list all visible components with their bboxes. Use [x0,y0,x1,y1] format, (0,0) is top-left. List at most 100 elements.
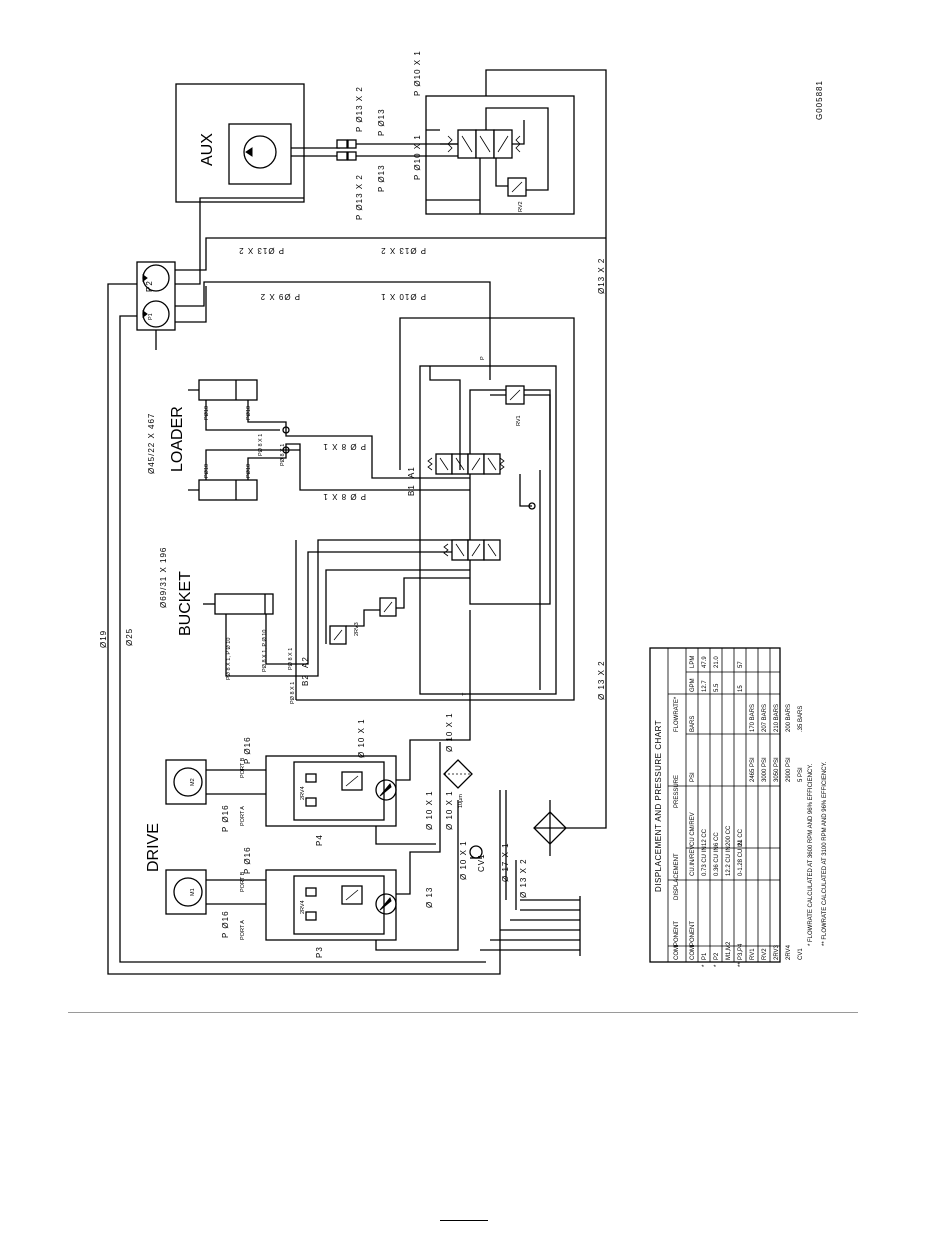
t-port-label: T [462,692,468,696]
p-port-label: P [480,356,486,360]
chart-cell-component: RV1 [750,948,756,960]
hose-label: P Ø 8 X 1 [322,442,366,451]
hose-label: P Ø13 X 2 [238,246,284,255]
bucket-section [203,317,575,701]
hose-label: PØ 8 X 1 [288,648,294,670]
hose-label: P Ø13 X 2 [355,174,364,220]
bucket-cylinder-size: Ø69/31 X 196 [159,547,168,608]
quick-coupler-2 [336,151,348,161]
hose-label: P Ø10 X 1 [380,292,426,301]
hose-label: Ø 10 X 1 [459,840,468,880]
chart-cell-psi: 3000 PSI [762,757,768,782]
hose-label: Ø 13 X 2 [597,660,606,700]
hose-label: P Ø16 [243,846,252,874]
chart-cell-psi: 2465 PSI [750,757,756,782]
quick-coupler-1 [336,139,348,149]
chart-cell-component: P3,P4 [738,943,744,960]
hose-label: PØ 8 X 1 [280,444,286,466]
loader-cylinder-1 [198,379,258,401]
pump-housing [136,261,176,331]
b1-label: B1 [407,484,416,496]
chart-cell-component: 2RV4 [786,944,792,960]
chart-cell-bars: 207 BARS [762,704,768,732]
header-component: COMPONENT [674,921,680,960]
pump-stack [107,197,606,975]
rv3-label: 2RV3 [354,622,360,636]
chart-cell-cuin: 0.36 CU IN [714,846,720,876]
hose-label: P Ø13 X 2 [355,86,364,132]
m1-label: M1 [190,888,196,896]
hose-label: P Ø16 [221,910,230,938]
chart-cell-bars: .35 BARS [798,706,804,732]
hose-label: Ø 10 X 1 [425,790,434,830]
cv1-label: CV1 [477,853,486,872]
m1-port-a: PORT A [240,920,246,940]
rv1-label: RV1 [516,415,522,426]
header-bars: BARS [690,716,696,732]
aux-motor-symbol [243,135,277,169]
hose-label: PØ 8 X 1, P Ø 10 [226,638,232,680]
filter-label: 10µm [458,794,464,808]
rv2-label: RV2 [518,201,524,212]
loader-section [188,379,470,501]
chart-cell-cuin: 0.73 CU IN [702,846,708,876]
header-flowrate: FLOWRATE* [674,696,680,732]
header-cucm: CU CM/REV [690,812,696,846]
hose-label: Ø 10 X 1 [357,718,366,758]
chart-cell-component: 2RV3 [774,944,780,960]
chart-cell-cucm: 200 CC [726,825,732,846]
m1-motor-symbol [173,877,203,907]
main-valve-outline [419,365,557,695]
chart-cell-cucm: 21 CC [738,828,744,846]
hose-label: Ø25 [125,628,134,646]
header-component-sub: COMPONENT [690,921,696,960]
displacement-pressure-chart: DISPLACEMENT AND PRESSURE CHART COMPONEN… [649,647,828,967]
chart-cell-component: P2 [714,952,720,960]
chart-title: DISPLACEMENT AND PRESSURE CHART [654,720,663,892]
hose-label: Ø13 X 2 [597,258,606,294]
chart-cell-psi: 5 PSI [798,767,804,782]
chart-cell-bars: 210 BARS [774,704,780,732]
chart-cell-component: RV2 [762,948,768,960]
drive-section [165,700,581,956]
rv4-label-p4: 2RV4 [300,786,306,800]
m1-box [165,869,207,915]
chart-cell-gpm: 5.5 [714,683,720,692]
bucket-label: BUCKET [177,571,194,636]
aux-label: AUX [199,133,216,166]
hose-label: P Ø13 X 2 [380,246,426,255]
m2-motor-symbol [173,767,203,797]
a1-label: A1 [407,466,416,478]
chart-cell-cucm: 6 CC [714,832,720,846]
m2-label: M2 [190,778,196,786]
m2-port-b: PORT B [240,757,246,778]
loader-cylinder-2 [198,479,258,501]
bucket-cylinder [214,593,274,615]
pump-p1-label: P1 [148,313,154,320]
chart-cell-lpm: 57 [738,661,744,668]
hose-label: P Ø10 X 1 [413,50,422,96]
chart-cell-mark: ** [738,962,744,967]
chart-cell-component: M1,M2 [726,941,732,960]
loader-cylinder-size: Ø45/22 X 467 [147,413,156,474]
drawing-number: G005881 [815,80,824,120]
hose-label: Ø 17 X 1 [501,842,510,882]
chart-cell-cuin: 12.2 CU IN [726,846,732,876]
hose-label: PØ10 [204,406,210,420]
chart-cell-lpm: 47.9 [702,656,708,668]
aux-valve-box [425,95,575,215]
pump-p2-label: P2 [145,280,154,292]
chart-cell-lpm: 21.0 [714,656,720,668]
p3-label: P3 [315,946,324,958]
chart-note-2: ** FLOWRATE CALCULATED AT 3100 RPM AND 9… [822,761,828,946]
p3-pump-symbol [375,893,397,915]
chart-cell-cuin: 0-1.28 CU IN [738,841,744,876]
chart-cell-bars: 170 BARS [750,704,756,732]
aux-inner-box [228,123,292,185]
aux-box [175,83,305,203]
hose-label: P Ø16 [221,804,230,832]
b2-label: B2 [301,674,310,686]
chart-cell-component: CV1 [798,948,804,960]
